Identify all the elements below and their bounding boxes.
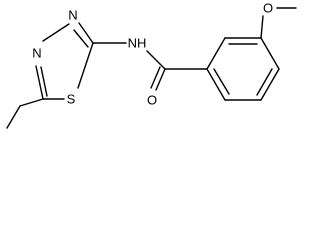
bond-ethyl-ch2 [19,98,44,107]
bond-ring-3-4 [260,37,280,70]
bond-ring-1-2 [206,37,226,70]
bond-carbonyl-o-double [150,66,161,89]
atom-label-n4: N [32,45,41,60]
atom-label-methoxy-o: O [263,0,273,15]
bond-n3-c2-double [73,29,89,48]
bond-c5-n4-double [40,66,48,97]
bond-ring-methoxy-o [260,15,264,39]
atom-label-nh: NH [128,35,147,50]
atom-label-carbonyl-o: O [147,92,157,107]
bond-n4-n3 [42,23,70,42]
bond-ring-6-1-double [213,68,230,95]
bond-ring-4-5-double [256,68,273,96]
bond-ring-6-1 [206,68,226,101]
bond-ethyl-ch3 [6,105,21,129]
atom-label-s: S [67,91,76,106]
structure-diagram: N N S NH O O [6,0,297,129]
bond-c2-s [77,42,94,89]
bond-c5-n4 [35,65,44,100]
atom-label-n3: N [68,7,77,22]
bond-carbonyl-o [155,68,166,91]
bond-nh-carbonyl [146,50,166,70]
bond-ring-4-5 [260,68,280,101]
bond-n3-c2 [78,22,94,44]
